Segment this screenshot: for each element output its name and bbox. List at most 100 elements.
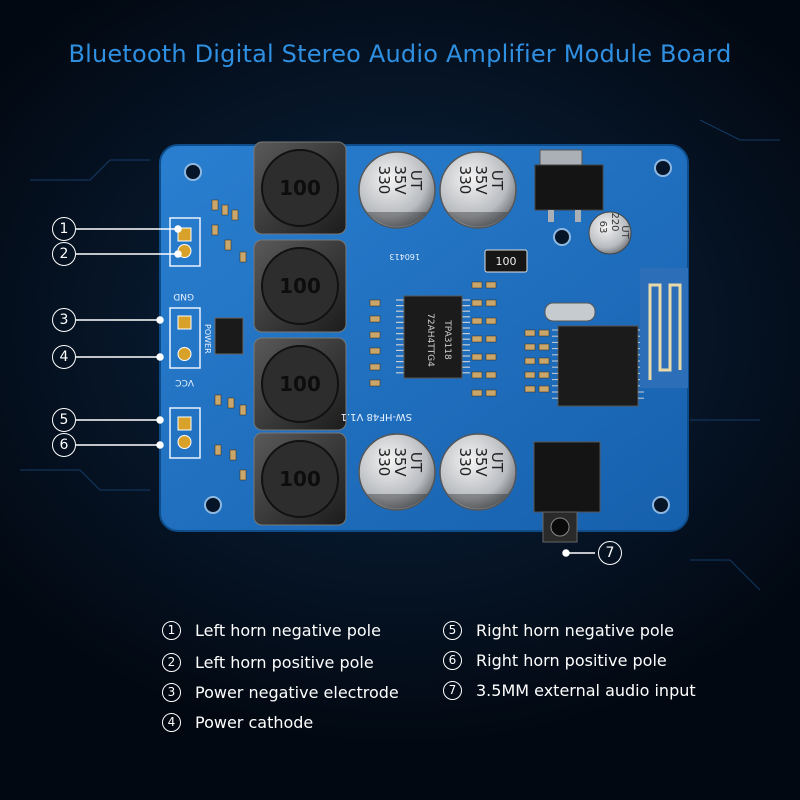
legend-label: 3.5MM external audio input	[476, 681, 696, 700]
terminal-pad-5	[177, 416, 192, 431]
terminal-power: GND POWER VCC	[169, 291, 212, 387]
legend-item: 3 Power negative electrode	[162, 683, 399, 702]
capacitor-label: 35V	[472, 447, 490, 477]
smd-capacitor	[485, 281, 497, 289]
terminal-left-speaker	[169, 217, 201, 267]
smd-capacitor	[471, 317, 483, 325]
serial-label: 160413	[389, 252, 420, 261]
bluetooth-chip	[552, 325, 644, 407]
inductor-label: 100	[279, 372, 321, 396]
terminal-pad-6	[177, 435, 192, 449]
small-cap-label-1: 220	[609, 212, 620, 231]
callout-7: 7	[598, 541, 622, 565]
gnd-label: GND	[173, 291, 194, 301]
inductor-label: 100	[279, 274, 321, 298]
callout-5: 5	[52, 408, 76, 432]
smd-capacitor	[538, 385, 550, 393]
capacitor-label: 330	[375, 448, 393, 477]
callout-1: 1	[52, 217, 76, 241]
inductor: 100	[253, 337, 347, 431]
capacitor-label: 330	[456, 166, 474, 195]
board-model-label: SW-HF48 V1.1	[341, 411, 412, 422]
smd-components-middle	[369, 281, 550, 397]
smd-capacitor	[471, 335, 483, 343]
page-title: Bluetooth Digital Stereo Audio Amplifier…	[68, 40, 732, 68]
legend-item: 5 Right horn negative pole	[443, 621, 674, 640]
smd-capacitor	[538, 343, 550, 351]
smd-capacitor	[485, 335, 497, 343]
smd-components-left	[211, 199, 247, 481]
legend-label: Power negative electrode	[195, 683, 399, 702]
smd-capacitor	[538, 357, 550, 365]
antenna-trace	[640, 268, 688, 388]
legend-label: Right horn positive pole	[476, 651, 667, 670]
smd-capacitor	[524, 357, 536, 365]
capacitor-label: UT	[488, 452, 506, 473]
legend-item: 2 Left horn positive pole	[162, 653, 374, 672]
capacitor-label: UT	[407, 452, 425, 473]
legend-label: Left horn positive pole	[195, 653, 374, 672]
smd-capacitor	[524, 385, 536, 393]
terminal-pad-1	[177, 227, 192, 242]
capacitor-label: 330	[456, 448, 474, 477]
capacitor-label: 35V	[391, 165, 409, 195]
smd-capacitor	[485, 299, 497, 307]
legend-label: Right horn negative pole	[476, 621, 674, 640]
inductors: 100 100 100 100	[253, 141, 347, 526]
small-cap-label-2: 63	[597, 221, 608, 234]
legend-item: 7 3.5MM external audio input	[443, 681, 696, 700]
smd-capacitor	[369, 315, 381, 323]
legend-label: Left horn negative pole	[195, 621, 381, 640]
inductor-label: 100	[279, 467, 321, 491]
legend-item: 4 Power cathode	[162, 713, 313, 732]
capacitor-label: 35V	[391, 447, 409, 477]
callout-leader-lines	[76, 225, 595, 557]
smd-capacitor	[471, 299, 483, 307]
smd-capacitor	[485, 353, 497, 361]
terminal-right-speaker	[169, 407, 201, 459]
inductor-label: 100	[279, 176, 321, 200]
vcc-label: VCC	[175, 377, 194, 387]
inductor: 100	[253, 141, 347, 235]
power-label: POWER	[203, 324, 212, 354]
legend-number: 2	[162, 653, 181, 672]
inductor: 100	[253, 239, 347, 333]
voltage-regulator-chip	[214, 317, 244, 355]
smd-capacitor	[369, 347, 381, 355]
capacitor-label: UT	[488, 170, 506, 191]
regulator-u3	[534, 149, 604, 222]
legend-number: 3	[162, 683, 181, 702]
legend-number: 7	[443, 681, 462, 700]
smd-capacitor	[471, 389, 483, 397]
legend-item: 1 Left horn negative pole	[162, 621, 381, 640]
audio-jack-connector	[533, 441, 601, 543]
legend-label: Power cathode	[195, 713, 314, 732]
mounting-hole	[184, 163, 202, 181]
smd-capacitor	[471, 281, 483, 289]
terminal-pad-4	[177, 347, 192, 361]
smd-capacitor	[524, 329, 536, 337]
mounting-holes	[184, 159, 672, 514]
legend-item: 6 Right horn positive pole	[443, 651, 667, 670]
smd-capacitor	[485, 317, 497, 325]
smd-capacitor	[369, 379, 381, 387]
smd-capacitor	[538, 371, 550, 379]
mounting-hole	[654, 159, 672, 177]
chip-code-label: 72AH4TTG4	[425, 313, 435, 367]
smd-capacitor	[369, 363, 381, 371]
smd-capacitor	[369, 299, 381, 307]
smd-capacitor	[538, 329, 550, 337]
resistor-label: 100	[496, 255, 517, 268]
chip-label: TPA3118	[442, 319, 452, 360]
smd-capacitor	[369, 331, 381, 339]
inductor: 100	[253, 432, 347, 526]
smd-capacitor	[471, 353, 483, 361]
callout-6: 6	[52, 433, 76, 457]
